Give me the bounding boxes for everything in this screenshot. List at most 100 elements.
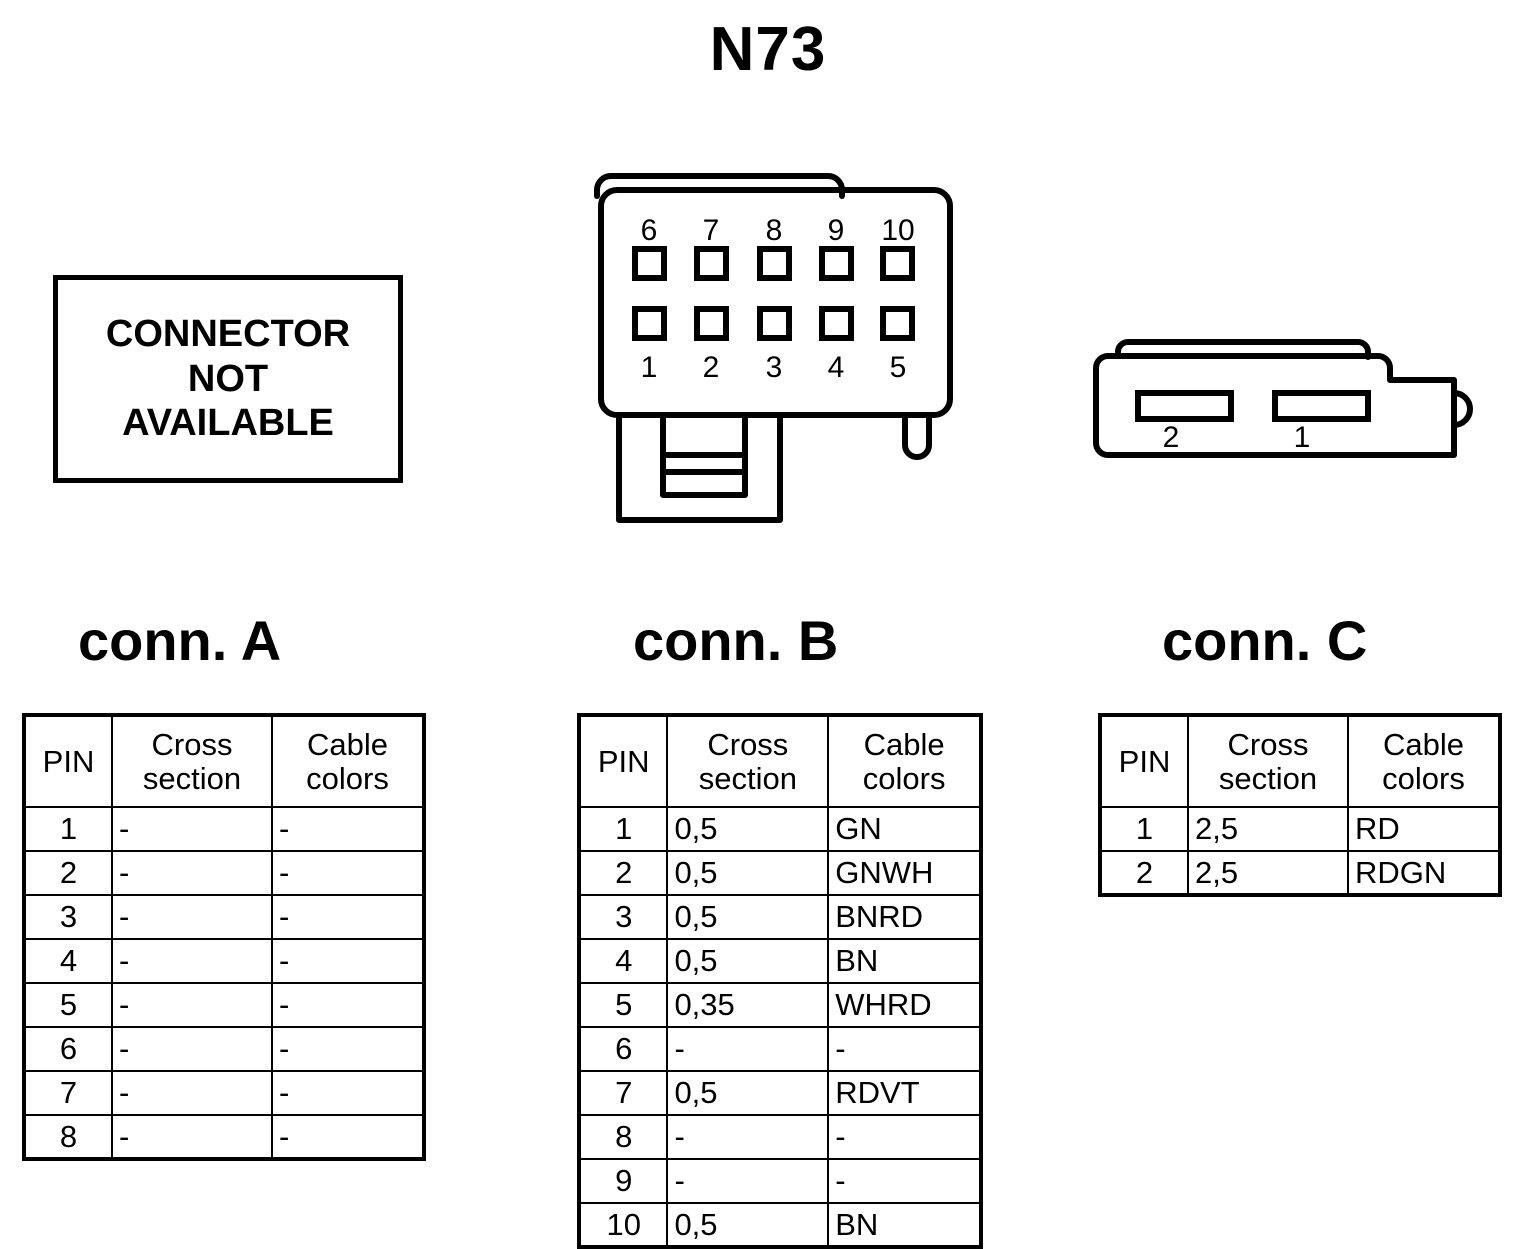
table-header-row: PIN Cross section Cable colors: [23, 714, 425, 808]
cell-pin: 5: [23, 982, 113, 1028]
table-row: 3--: [23, 894, 425, 940]
cell-cable-colors: GN: [827, 806, 982, 852]
connector-b-latch-leg: [902, 412, 932, 460]
cell-cross-section: 2,5: [1187, 806, 1349, 852]
cell-cross-section: -: [666, 1158, 830, 1204]
cell-cable-colors: -: [271, 806, 425, 852]
cell-cross-section: 0,5: [666, 1202, 830, 1248]
conn-a-pin-table: PIN Cross section Cable colors 1--2--3--…: [22, 713, 426, 1161]
conn-a-title: conn. A: [78, 609, 282, 672]
connector-b-pin-row-bottom: [632, 306, 915, 341]
connector-b-pin-label-10: 10: [881, 214, 914, 247]
cell-pin: 8: [577, 1114, 669, 1160]
cell-pin: 6: [23, 1026, 113, 1072]
connector-b-pin-label-7: 7: [703, 214, 720, 247]
cell-cable-colors: WHRD: [827, 982, 982, 1028]
cell-pin: 8: [23, 1114, 113, 1160]
header-cable-colors-line2: colors: [306, 760, 389, 796]
cell-cable-colors: -: [271, 982, 425, 1028]
cell-cable-colors: GNWH: [827, 850, 982, 896]
cell-cable-colors: -: [271, 938, 425, 984]
conn-b-title: conn. B: [633, 609, 839, 672]
cell-pin: 7: [23, 1070, 113, 1116]
connector-b-skirt: [616, 412, 783, 523]
table-row: 8--: [23, 1114, 425, 1160]
header-cross-section: Cross section: [1187, 714, 1349, 808]
cell-pin: 1: [1099, 806, 1189, 852]
cell-pin: 1: [577, 806, 669, 852]
cell-cable-colors: -: [271, 1026, 425, 1072]
header-cross-section-line1: Cross: [151, 727, 233, 763]
header-cable-colors: Cable colors: [271, 714, 425, 808]
connector-b-upper-shell: [594, 173, 845, 199]
cell-cross-section: -: [111, 894, 273, 940]
connector-b-pin-label-4: 4: [828, 351, 845, 384]
cell-cable-colors: RD: [1347, 806, 1501, 852]
cell-cross-section: -: [111, 938, 273, 984]
cell-pin: 3: [577, 894, 669, 940]
cell-cross-section: -: [111, 1070, 273, 1116]
header-cable-colors-line1: Cable: [307, 727, 388, 763]
cell-cable-colors: -: [827, 1158, 982, 1204]
connector-c-cavities: [1135, 390, 1371, 422]
header-cable-colors-line1: Cable: [863, 727, 945, 763]
connector-c-pin-label-2: 2: [1163, 421, 1180, 454]
header-cable-colors: Cable colors: [827, 714, 982, 808]
conn-b-table-header: PIN Cross section Cable colors: [577, 714, 982, 808]
cell-cable-colors: BNRD: [827, 894, 982, 940]
cell-cross-section: 2,5: [1187, 850, 1349, 896]
header-cross-section: Cross section: [666, 714, 830, 808]
cell-cross-section: 0,35: [666, 982, 830, 1028]
connector-b-pin-label-1: 1: [641, 351, 658, 384]
header-cable-colors: Cable colors: [1347, 714, 1501, 808]
connector-b-pin-row-top: [632, 246, 915, 281]
table-row: 4--: [23, 938, 425, 984]
cell-cross-section: -: [666, 1026, 830, 1072]
cell-cable-colors: -: [271, 894, 425, 940]
connector-c-cavity-2: [1135, 390, 1234, 422]
connector-c-upper-shell: [1115, 339, 1371, 360]
cell-cable-colors: RDVT: [827, 1070, 982, 1116]
cell-cross-section: -: [111, 1114, 273, 1160]
cell-cable-colors: -: [271, 1070, 425, 1116]
connector-c-pin-label-1: 1: [1294, 421, 1311, 454]
cell-cross-section: 0,5: [666, 1070, 830, 1116]
cell-cable-colors: BN: [827, 1202, 982, 1248]
header-cross-section-line2: section: [698, 760, 797, 796]
cell-cross-section: -: [111, 806, 273, 852]
header-pin: PIN: [1099, 714, 1189, 808]
cell-pin: 2: [23, 850, 113, 896]
connector-b-diagram: 6 7 8 9 10 1 2 3 4 5: [594, 173, 953, 523]
cell-cross-section: 0,5: [666, 806, 830, 852]
connector-b-pin-label-6: 6: [641, 214, 658, 247]
header-cable-colors-line2: colors: [1382, 760, 1465, 796]
cell-cable-colors: BN: [827, 938, 982, 984]
table-row: 1--: [23, 806, 425, 852]
not-available-line-2: NOT: [187, 357, 269, 400]
cell-cross-section: 0,5: [666, 894, 830, 940]
cell-cross-section: -: [666, 1114, 830, 1160]
header-pin: PIN: [23, 714, 113, 808]
header-cross-section-line2: section: [1218, 760, 1318, 796]
connector-b-pin-label-9: 9: [828, 214, 845, 247]
cell-cross-section: -: [111, 982, 273, 1028]
cell-cross-section: 0,5: [666, 938, 830, 984]
conn-a-table-header: PIN Cross section Cable colors: [23, 714, 425, 808]
cell-pin: 4: [577, 938, 669, 984]
connector-b-pin-label-2: 2: [703, 351, 720, 384]
connector-c-diagram: 2 1: [1093, 339, 1473, 458]
connector-b-pin-label-3: 3: [766, 351, 783, 384]
page-title: N73: [709, 15, 827, 84]
header-cross-section-line2: section: [142, 760, 242, 796]
cell-pin: 9: [577, 1158, 669, 1204]
cell-pin: 7: [577, 1070, 669, 1116]
